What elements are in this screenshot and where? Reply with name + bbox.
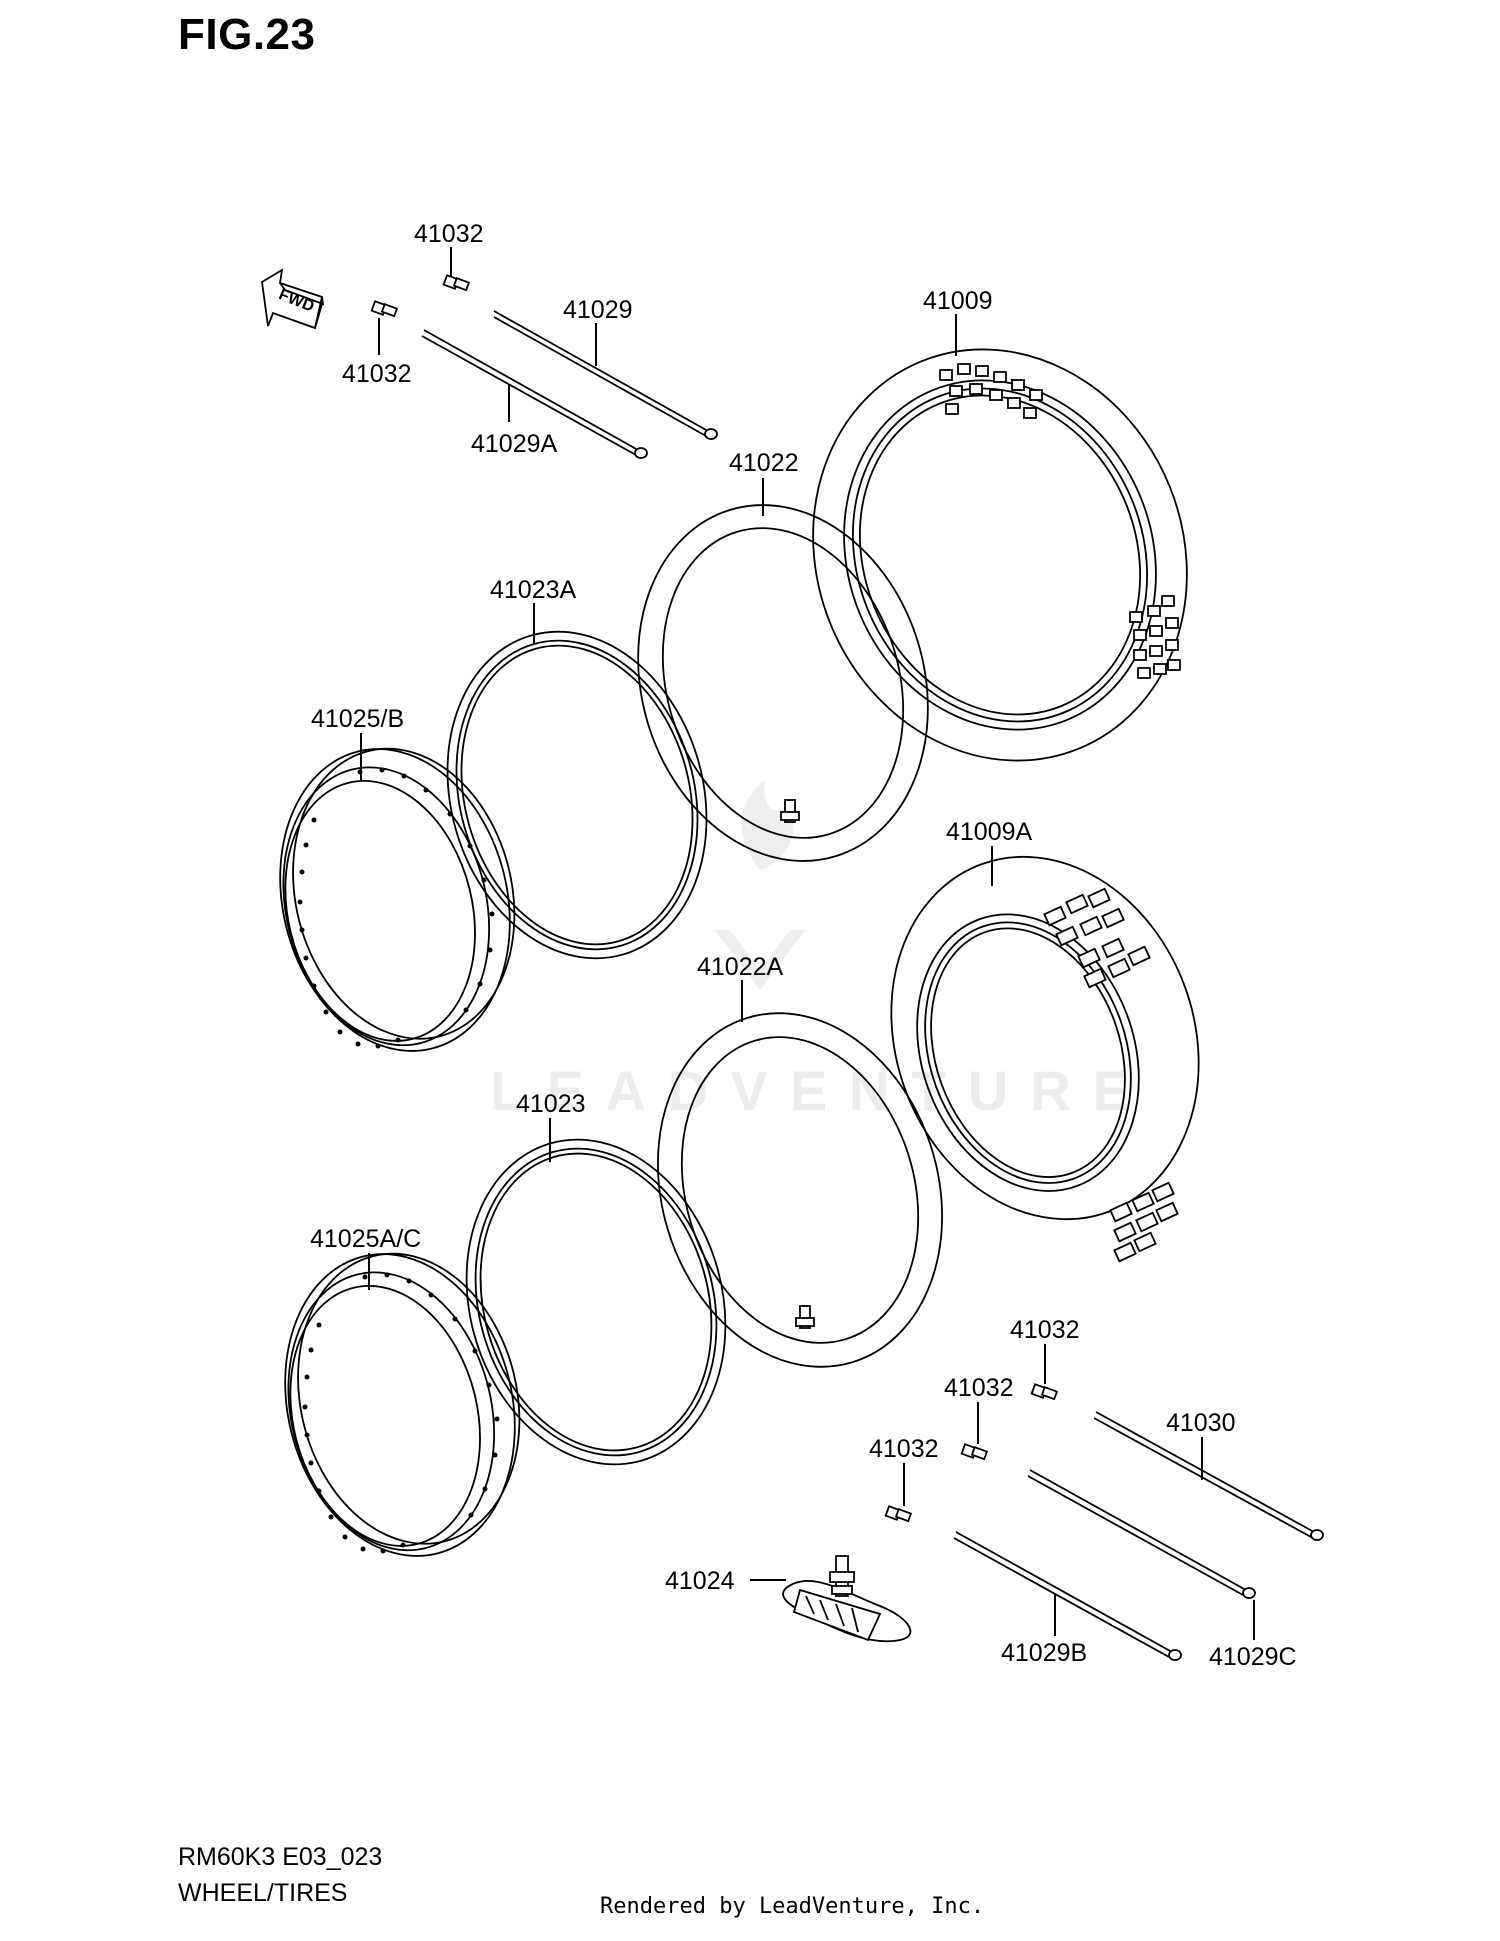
callout-41032-r3: 41032 [869, 1435, 939, 1463]
rear-tube-valve [795, 1305, 815, 1329]
spoke-nipple-left [370, 300, 399, 318]
callout-41025B: 41025/B [311, 705, 404, 733]
rear-tube-41022A [657, 1012, 943, 1368]
spoke-41029B [953, 1531, 1182, 1661]
watermark: LEADVENTURE [490, 780, 1152, 1122]
spoke-41029A [421, 329, 648, 459]
rear-tire-tread-blocks [1043, 887, 1179, 1263]
spoke-nipple-top [442, 274, 471, 292]
watermark-text: LEADVENTURE [490, 1059, 1152, 1122]
callout-labels: 41032 41032 41029 41029A 41009 41022 410… [310, 220, 1297, 1671]
callout-41023A: 41023A [490, 576, 577, 604]
footer-model-code: RM60K3 E03_023 [178, 1843, 383, 1871]
callout-41009: 41009 [923, 287, 993, 315]
callout-41032-top: 41032 [414, 220, 484, 248]
callout-41029C: 41029C [1209, 1643, 1297, 1671]
spoke-nipple-r2 [960, 1443, 989, 1461]
spoke-41029 [493, 310, 718, 440]
rear-tire-41009A [890, 855, 1200, 1221]
callout-41029B: 41029B [1001, 1639, 1087, 1667]
front-tube-41022 [637, 504, 929, 862]
callout-41025AC: 41025A/C [310, 1225, 421, 1253]
callout-41030: 41030 [1166, 1409, 1236, 1437]
rear-rim-spoke-holes [302, 1272, 500, 1554]
front-rim-band-41023A [446, 630, 708, 960]
callout-41029A: 41029A [471, 430, 558, 458]
figure-title: FIG.23 [178, 10, 316, 59]
spoke-41029C [1027, 1469, 1256, 1599]
callout-41023: 41023 [516, 1090, 586, 1118]
callout-41032-r2: 41032 [944, 1374, 1014, 1402]
front-tire-41009 [812, 348, 1188, 762]
fwd-arrow-icon: FWD [261, 268, 325, 330]
render-credit: Rendered by LeadVenture, Inc. [600, 1894, 985, 1919]
front-tire-tread-blocks [939, 363, 1181, 679]
spoke-nipple-r3 [884, 1505, 913, 1523]
leader-lines [360, 247, 1255, 1640]
callout-41032-left: 41032 [342, 360, 412, 388]
callout-41024: 41024 [665, 1567, 735, 1595]
callout-41022A: 41022A [697, 953, 784, 981]
front-tube-valve [780, 799, 800, 823]
front-rim-spoke-holes [297, 767, 495, 1049]
rear-rim-41025AC [284, 1252, 521, 1557]
callout-41032-r1: 41032 [1010, 1316, 1080, 1344]
footer-section-name: WHEEL/TIRES [178, 1879, 348, 1907]
callout-41029: 41029 [563, 296, 633, 324]
callout-41022: 41022 [729, 449, 799, 477]
watermark-flame-icon [715, 780, 805, 990]
spoke-nipple-r1 [1030, 1383, 1059, 1401]
rim-lock-41024 [782, 1555, 912, 1643]
callout-41009A: 41009A [946, 818, 1033, 846]
